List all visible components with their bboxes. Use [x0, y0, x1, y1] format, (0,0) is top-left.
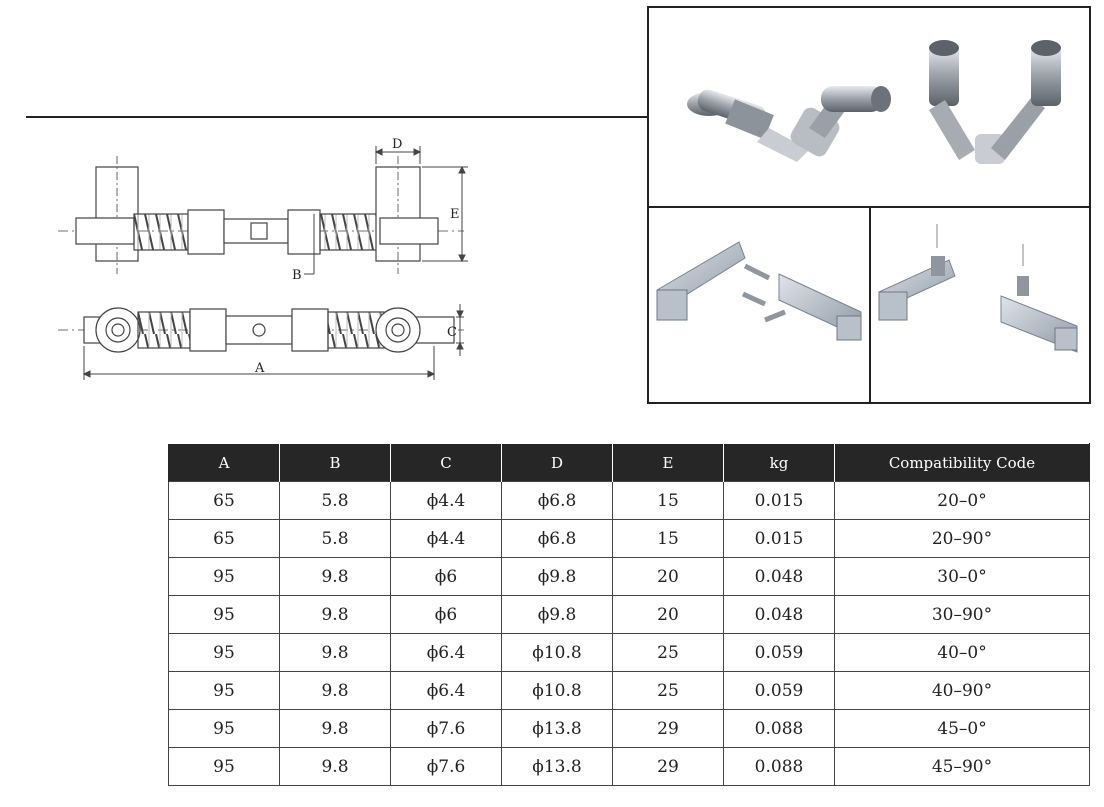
cell-e: 15 [612, 519, 724, 558]
cell-c: ϕ6 [390, 595, 502, 634]
cell-kg: 0.059 [723, 633, 835, 672]
cell-e: 25 [612, 633, 724, 672]
cell-b: 9.8 [279, 709, 391, 748]
photo-assembly-0deg [649, 208, 871, 404]
cell-d: ϕ13.8 [501, 709, 613, 748]
cell-compatibility-code: 30–90° [834, 595, 1090, 634]
cell-b: 9.8 [279, 747, 391, 786]
cell-kg: 0.088 [723, 709, 835, 748]
top-view [58, 307, 464, 353]
label-a: A [254, 361, 265, 376]
cell-a: 95 [168, 747, 280, 786]
cell-kg: 0.015 [723, 481, 835, 520]
cell-a: 95 [168, 671, 280, 710]
header-kg: kg [723, 443, 835, 482]
cell-kg: 0.048 [723, 595, 835, 634]
cell-c: ϕ4.4 [390, 481, 502, 520]
cell-compatibility-code: 40–90° [834, 671, 1090, 710]
cell-compatibility-code: 45–0° [834, 709, 1090, 748]
header-c: C [390, 443, 502, 482]
header-d: D [501, 443, 613, 482]
cell-compatibility-code: 30–0° [834, 557, 1090, 596]
cell-a: 95 [168, 595, 280, 634]
photo-assembly-90deg [871, 208, 1089, 404]
header-e: E [612, 443, 724, 482]
header-compatibility-code: Compatibility Code [834, 443, 1090, 482]
cell-d: ϕ9.8 [501, 557, 613, 596]
cell-compatibility-code: 40–0° [834, 633, 1090, 672]
cell-e: 20 [612, 595, 724, 634]
dimension-e [422, 165, 468, 263]
header-a: A [168, 443, 280, 482]
cell-b: 9.8 [279, 633, 391, 672]
cell-b: 9.8 [279, 557, 391, 596]
cell-d: ϕ10.8 [501, 633, 613, 672]
connector-photo-right [929, 40, 1061, 164]
cell-e: 29 [612, 709, 724, 748]
dimension-b [304, 214, 315, 275]
cell-c: ϕ6.4 [390, 633, 502, 672]
dimension-d [374, 146, 422, 164]
cell-c: ϕ7.6 [390, 747, 502, 786]
cell-c: ϕ6.4 [390, 671, 502, 710]
cell-d: ϕ13.8 [501, 747, 613, 786]
cell-kg: 0.015 [723, 519, 835, 558]
cell-d: ϕ6.8 [501, 519, 613, 558]
cell-kg: 0.088 [723, 747, 835, 786]
cell-b: 9.8 [279, 671, 391, 710]
cell-compatibility-code: 20–0° [834, 481, 1090, 520]
cell-kg: 0.048 [723, 557, 835, 596]
cell-e: 25 [612, 671, 724, 710]
cell-d: ϕ9.8 [501, 595, 613, 634]
cell-b: 9.8 [279, 595, 391, 634]
cell-a: 95 [168, 557, 280, 596]
cell-c: ϕ6 [390, 557, 502, 596]
label-b: B [292, 268, 302, 283]
photo-connectors [649, 8, 1089, 208]
cell-e: 20 [612, 557, 724, 596]
cell-e: 29 [612, 747, 724, 786]
table-header-row: A B C D E kg Compatibility Code [168, 443, 1090, 482]
cell-e: 15 [612, 481, 724, 520]
label-c: C [447, 325, 457, 340]
cell-compatibility-code: 45–90° [834, 747, 1090, 786]
cell-b: 5.8 [279, 481, 391, 520]
side-view [58, 156, 464, 274]
cell-d: ϕ10.8 [501, 671, 613, 710]
cell-b: 5.8 [279, 519, 391, 558]
dimension-a [82, 346, 436, 380]
cell-compatibility-code: 20–90° [834, 519, 1090, 558]
cell-a: 65 [168, 481, 280, 520]
label-e: E [450, 207, 460, 222]
cell-kg: 0.059 [723, 671, 835, 710]
connector-photo-left [687, 86, 891, 162]
cell-a: 65 [168, 519, 280, 558]
cell-d: ϕ6.8 [501, 481, 613, 520]
product-photo-grid [647, 6, 1091, 404]
cell-a: 95 [168, 709, 280, 748]
cell-c: ϕ4.4 [390, 519, 502, 558]
dimension-c [456, 304, 464, 356]
label-d: D [392, 137, 402, 152]
cell-a: 95 [168, 633, 280, 672]
technical-drawing: D E B C A [58, 137, 468, 380]
header-b: B [279, 443, 391, 482]
horizontal-rule [26, 116, 648, 118]
cell-c: ϕ7.6 [390, 709, 502, 748]
